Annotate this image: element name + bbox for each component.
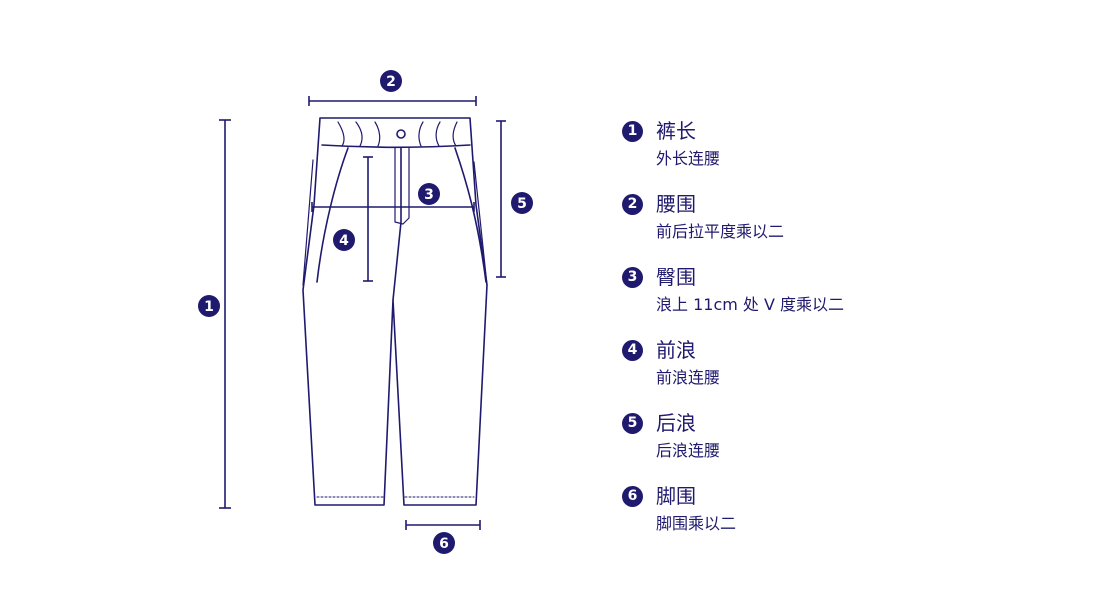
- legend-title: 裤长: [656, 119, 696, 143]
- legend-description: 后浪连腰: [656, 441, 721, 460]
- marker-2: 2: [380, 70, 402, 92]
- legend-number-badge: 2: [622, 194, 643, 215]
- legend-description: 浪上 11cm 处 V 度乘以二: [656, 295, 845, 314]
- legend-item-waist: 2 腰围 前后拉平度乘以二: [620, 190, 1040, 263]
- marker-4: 4: [333, 229, 355, 251]
- legend-item-length: 1 裤长 外长连腰: [620, 117, 1040, 190]
- legend-item-front-rise: 4 前浪 前浪连腰: [620, 336, 1040, 409]
- svg-text:3: 3: [424, 187, 434, 203]
- marker-3: 3: [418, 183, 440, 205]
- legend-item-hip: 3 臀围 浪上 11cm 处 V 度乘以二: [620, 263, 1040, 336]
- marker-1: 1: [198, 295, 220, 317]
- svg-text:5: 5: [517, 196, 527, 212]
- legend-number-badge: 5: [622, 413, 643, 434]
- legend-item-leg-opening: 6 脚围 脚围乘以二: [620, 482, 1040, 555]
- waistband-gathers: [337, 121, 458, 147]
- side-seams: [302, 159, 488, 286]
- svg-text:6: 6: [439, 536, 449, 552]
- measurement-legend: 1 裤长 外长连腰 2 腰围 前后拉平度乘以二 3 臀围 浪上 11cm 处 V…: [620, 117, 1040, 555]
- fly-stitch: [394, 147, 410, 225]
- legend-description: 前后拉平度乘以二: [656, 222, 785, 241]
- svg-text:1: 1: [204, 299, 214, 315]
- legend-description: 外长连腰: [656, 149, 721, 168]
- legend-description: 脚围乘以二: [656, 514, 737, 533]
- legend-number-badge: 6: [622, 486, 643, 507]
- pants-measurement-diagram: 1 2 3 4 5 6: [198, 70, 533, 554]
- legend-title: 臀围: [656, 265, 696, 289]
- button: [396, 129, 406, 139]
- legend-title: 前浪: [656, 338, 696, 362]
- legend-number-badge: 4: [622, 340, 643, 361]
- legend-number-badge: 1: [622, 121, 643, 142]
- center-seam: [392, 147, 402, 301]
- svg-text:4: 4: [339, 233, 349, 249]
- pants-outline: [302, 117, 488, 506]
- legend-description: 前浪连腰: [656, 368, 721, 387]
- legend-title: 腰围: [656, 192, 696, 216]
- marker-5: 5: [511, 192, 533, 214]
- right-pocket: [454, 147, 487, 283]
- waistband-edge: [321, 144, 471, 149]
- left-pocket: [316, 147, 349, 283]
- legend-item-back-rise: 5 后浪 后浪连腰: [620, 409, 1040, 482]
- legend-title: 脚围: [656, 484, 696, 508]
- legend-number-badge: 3: [622, 267, 643, 288]
- svg-text:2: 2: [386, 74, 396, 90]
- legend-title: 后浪: [656, 411, 696, 435]
- marker-6: 6: [433, 532, 455, 554]
